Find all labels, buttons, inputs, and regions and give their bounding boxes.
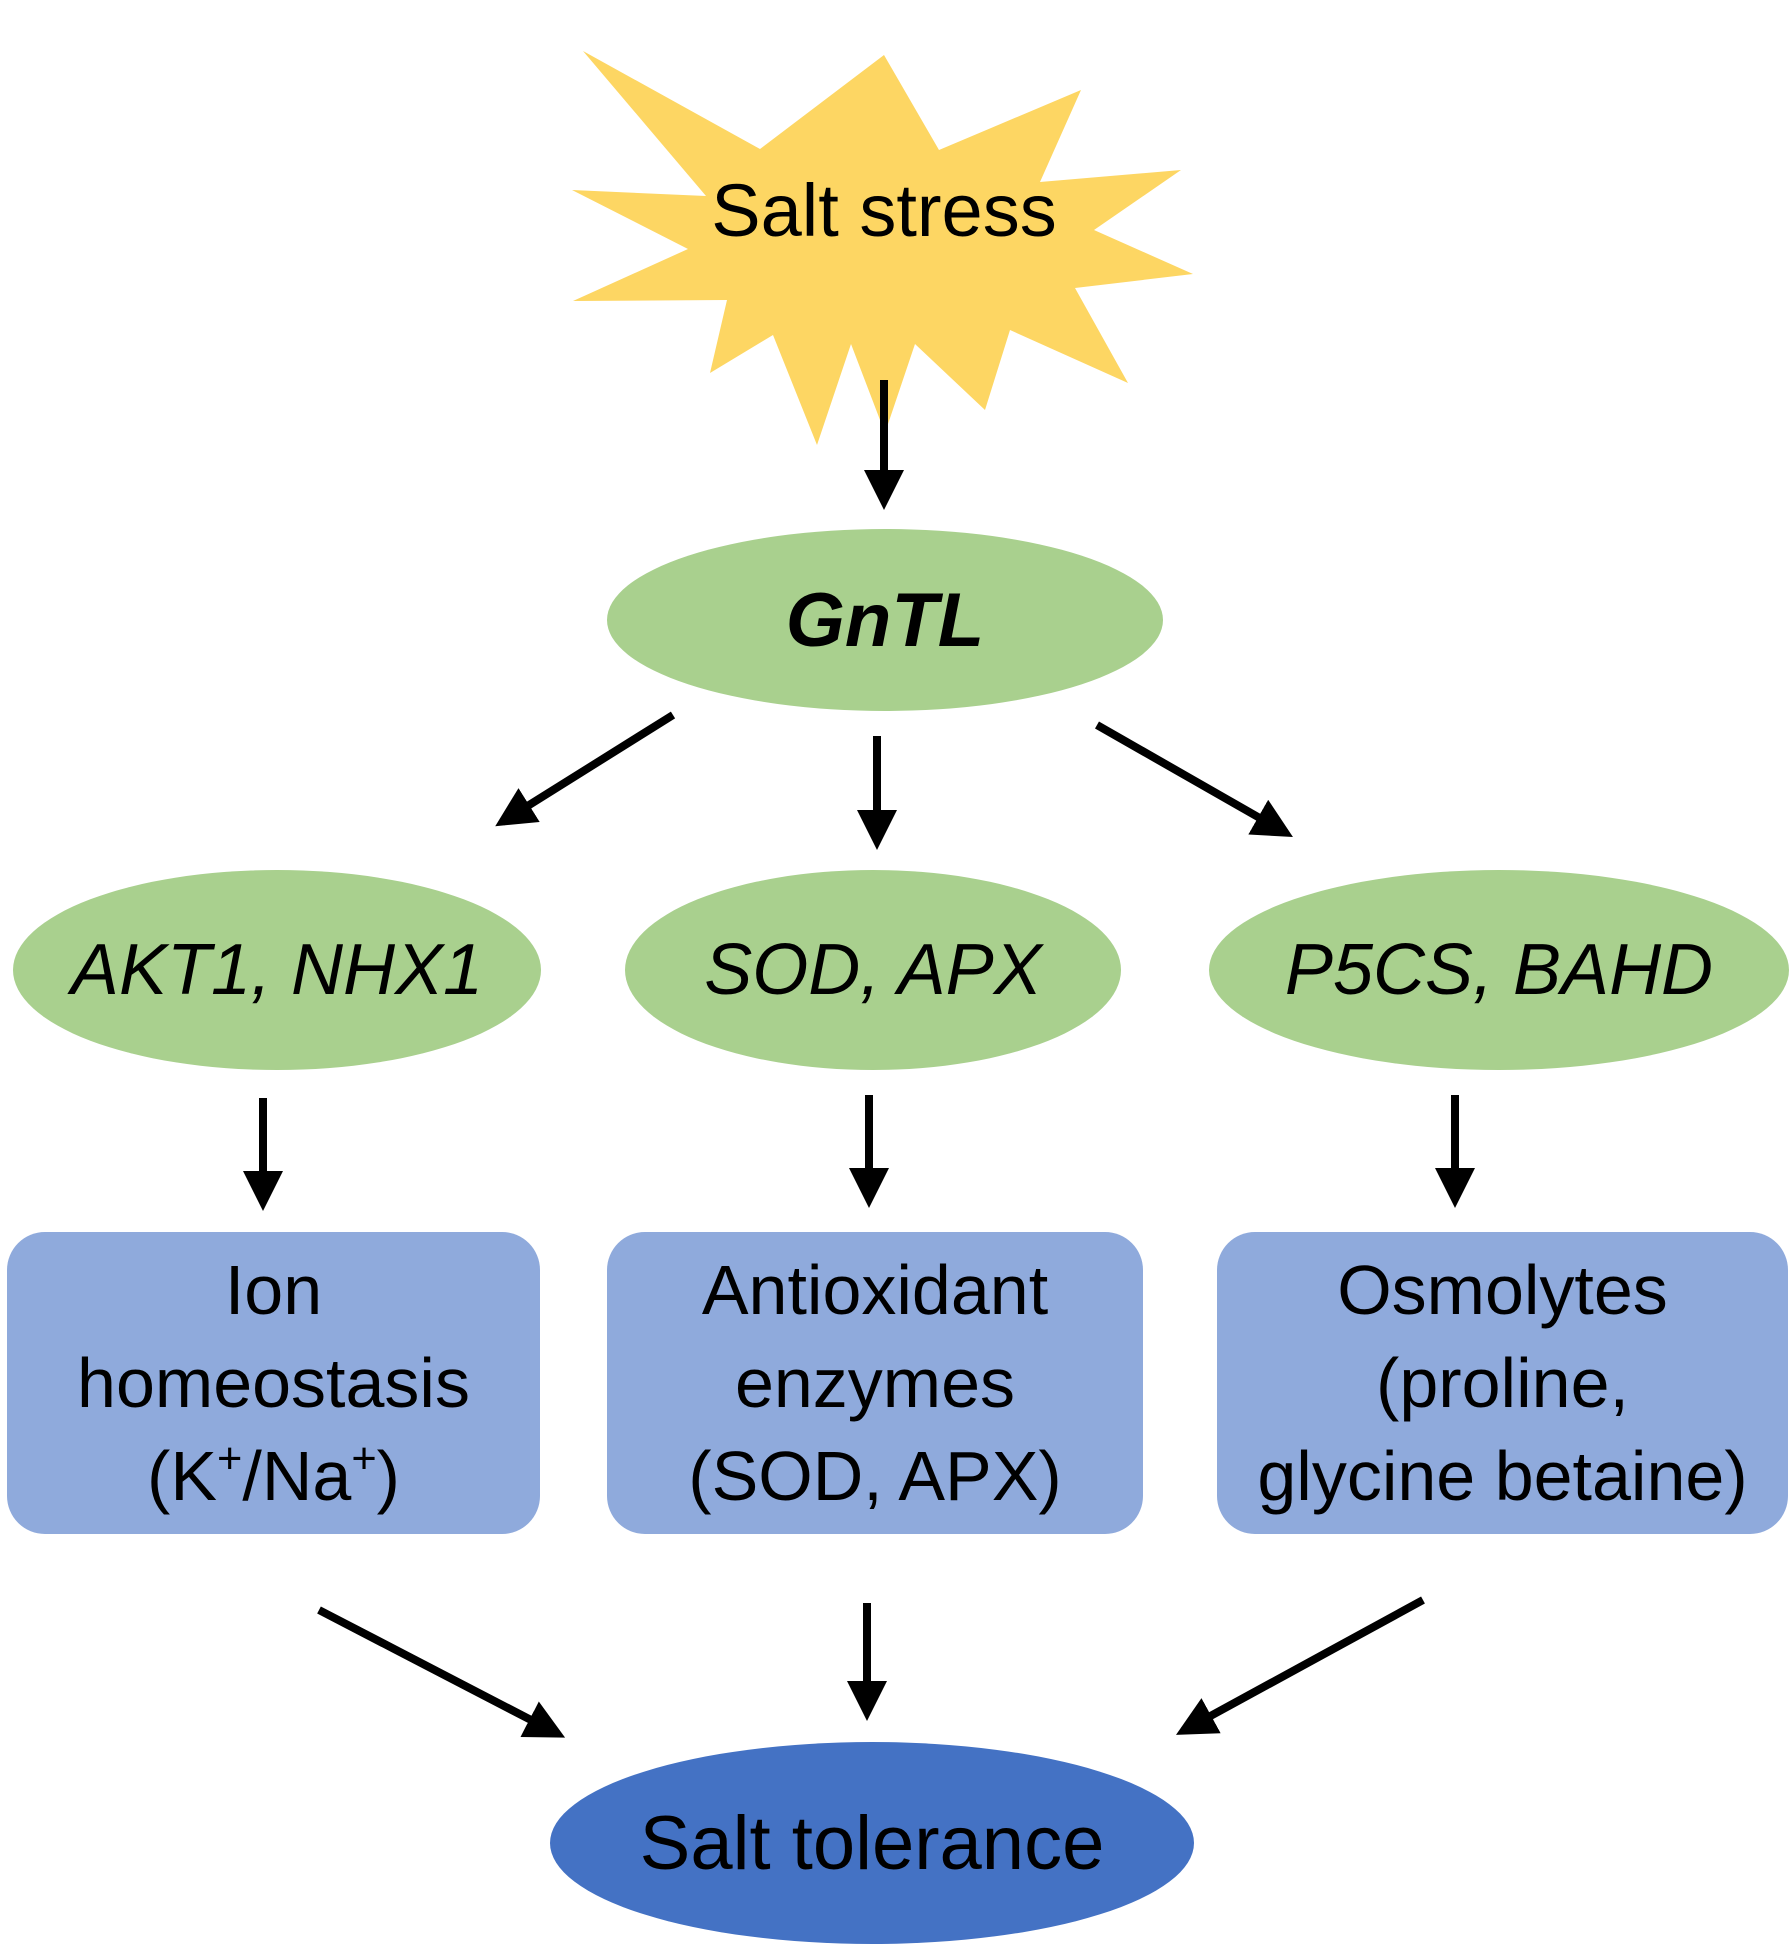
arrow-ion-to-tolerance xyxy=(317,1606,566,1738)
salt-stress-label: Salt stress xyxy=(711,168,1057,252)
salt-stress-burst xyxy=(572,51,1193,445)
target-node-akt1-nhx1 xyxy=(13,870,541,1070)
target-label-p5cs-bahd: P5CS, BAHD xyxy=(1284,930,1714,1010)
target-node-p5cs-bahd xyxy=(1209,870,1789,1070)
arrow-gntl-to-akt1 xyxy=(495,711,676,827)
target-node-sod-apx xyxy=(625,870,1121,1070)
ion-homeostasis-text: Ion homeostasis (K+/Na+) xyxy=(7,1232,540,1534)
target-label-sod-apx: SOD, APX xyxy=(704,930,1042,1010)
salt-tolerance-node xyxy=(550,1742,1194,1944)
osmolytes-box xyxy=(1217,1232,1788,1534)
antioxidant-enzymes-box xyxy=(607,1232,1143,1534)
antioxidant-enzymes-text: Antioxidant enzymes (SOD, APX) xyxy=(688,1250,1062,1515)
arrow-osmolytes-to-tolerance xyxy=(1175,1596,1425,1735)
salt-tolerance-label: Salt tolerance xyxy=(639,1800,1105,1886)
ion-homeostasis-box xyxy=(7,1232,540,1534)
gntl-label: GnTL xyxy=(785,577,985,663)
target-label-akt1-nhx1: AKT1, NHX1 xyxy=(70,930,484,1010)
gntl-node xyxy=(607,529,1163,711)
arrow-gntl-to-p5cs xyxy=(1095,721,1293,837)
ion-ratio-line: (K+/Na+) xyxy=(147,1435,400,1515)
osmolytes-text: Osmolytes (proline, glycine betaine) xyxy=(1257,1250,1748,1515)
